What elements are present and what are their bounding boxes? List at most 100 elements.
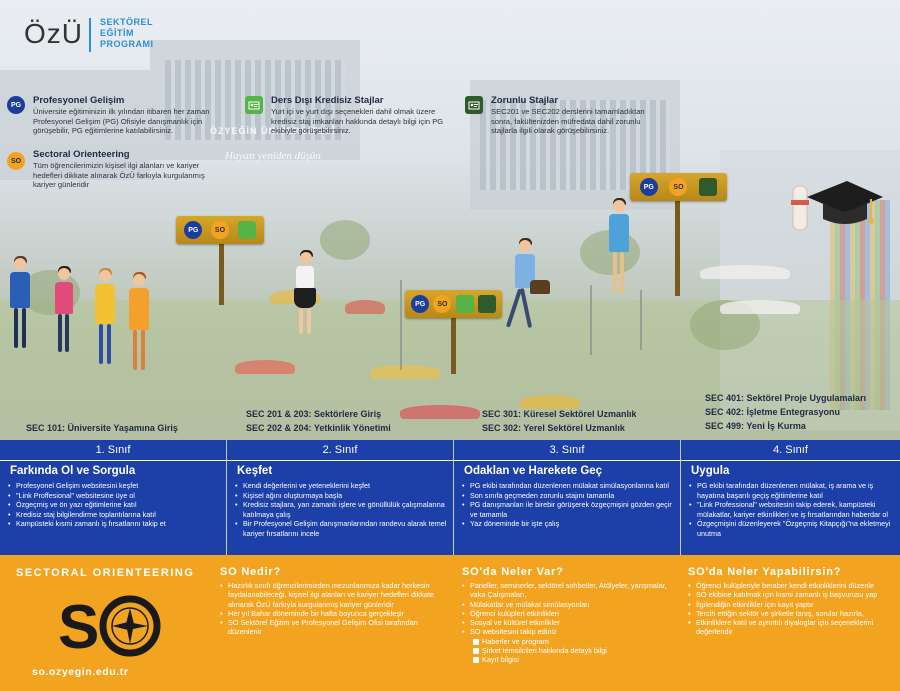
zorunlu-text: SEC201 ve SEC202 derslerini tamamladıkta… bbox=[491, 107, 645, 136]
badge-so-icon: SO bbox=[7, 152, 25, 170]
year-2-title: Keşfet bbox=[237, 465, 273, 477]
lamp-post bbox=[400, 280, 402, 370]
umbrella bbox=[520, 395, 580, 409]
so-neler-var-title: SO'da Neler Var? bbox=[462, 566, 564, 578]
course-y2-0: SEC 201 & 203: Sektörlere Giriş bbox=[246, 409, 382, 419]
so-brand-title: SECTORAL ORIENTEERING bbox=[16, 567, 195, 579]
mandatory-internship-icon bbox=[699, 178, 718, 196]
list-item: PG ekibi tarafından düzenlenen mülakat, … bbox=[689, 481, 894, 500]
course-y4-1: SEC 402: İşletme Entegrasyonu bbox=[705, 407, 841, 417]
svg-text:S: S bbox=[58, 593, 99, 658]
year-1-list: Profesyonel Gelişim websitesini keşfet "… bbox=[8, 481, 220, 529]
course-y3-0: SEC 301: Küresel Sektörel Uzmanlık bbox=[482, 409, 637, 419]
year-2-list: Kendi değerlerini ve yeteneklerini keşfe… bbox=[235, 481, 447, 539]
pg-text: Üniversite eğitiminizin ilk yılından iti… bbox=[33, 107, 210, 136]
list-item: Öğrenci kulüpleriyle beraber kendi etkin… bbox=[688, 581, 890, 591]
course-y4-2: SEC 499: Yeni İş Kurma bbox=[705, 421, 806, 431]
list-item: Tercih ettiğin sektör ve şirketle tanış,… bbox=[688, 609, 890, 619]
badge-so-icon: SO bbox=[669, 178, 688, 196]
internship-badge-icon bbox=[455, 295, 474, 313]
list-item: Hazırlık sınıfı öğrencilerimizden mezunl… bbox=[220, 581, 445, 609]
internship-badge-icon bbox=[237, 221, 256, 239]
pg-title: Profesyonel Gelişim bbox=[33, 95, 125, 106]
badge-so-icon: SO bbox=[210, 221, 229, 239]
year-3-list: PG ekibi tarafından düzenlenen mülakat s… bbox=[462, 481, 674, 529]
umbrella bbox=[370, 365, 440, 379]
course-y1-0: SEC 101: Üniversite Yaşamına Giriş bbox=[26, 423, 178, 433]
list-item: Sosyal ve kültürel etkinlikler bbox=[462, 618, 672, 628]
ozu-logo: ÖzÜ bbox=[24, 18, 83, 49]
badge-pg-icon: PG bbox=[184, 221, 203, 239]
list-item: SO ekibine katılmak için kısmi zamanlı i… bbox=[688, 590, 890, 600]
mandatory-internship-icon bbox=[465, 96, 483, 114]
list-item: Öğrenci kulüpleri etkinlikleri bbox=[462, 609, 672, 619]
year-1-label: 1. Sınıf bbox=[0, 440, 226, 460]
course-y4-0: SEC 401: Sektörel Proje Uygulamaları bbox=[705, 393, 867, 403]
program-line: EĞİTİM bbox=[100, 28, 134, 38]
lamp-post bbox=[590, 285, 592, 355]
list-item: Her yıl Bahar döneminde bir hafta boyunc… bbox=[220, 609, 445, 619]
signpost-pole bbox=[675, 196, 680, 296]
list-item: Kampüsteki kısmi zamanlı iş fırsatlarını… bbox=[8, 519, 220, 529]
list-item: Kredisiz staj bilgilendirme toplantıları… bbox=[8, 510, 220, 520]
badge-pg-icon: PG bbox=[7, 96, 25, 114]
graduation-cap-icon bbox=[805, 175, 885, 235]
umbrella bbox=[700, 265, 790, 279]
so-nedir-column: SO Nedir? Hazırlık sınıfı öğrencilerimiz… bbox=[220, 566, 445, 637]
year-2-panel: Keşfet Kendi değerlerini ve yeteneklerin… bbox=[227, 460, 453, 555]
year-4-label: 4. Sınıf bbox=[681, 440, 900, 460]
mandatory-internship-icon bbox=[477, 295, 496, 313]
list-item: Mülakatlar ve mülakat simülasyonları bbox=[462, 600, 672, 610]
building bbox=[0, 70, 150, 180]
signpost-pole bbox=[451, 314, 456, 374]
course-y3-1: SEC 302: Yerel Sektörel Uzmanlık bbox=[482, 423, 625, 433]
so-title: Sectoral Orienteering bbox=[33, 149, 130, 160]
list-item: PG danışmanları ile birebir görüşerek öz… bbox=[462, 500, 674, 519]
program-line: PROGRAMI bbox=[100, 39, 154, 49]
lamp-post bbox=[640, 290, 642, 350]
badge-pg-icon: PG bbox=[639, 178, 658, 196]
program-title: SEKTÖREL EĞİTİM PROGRAMI bbox=[100, 17, 154, 50]
list-item: Bir Profesyonel Gelişim danışmanlarından… bbox=[235, 519, 447, 538]
tree bbox=[320, 220, 370, 260]
so-yapabilirsin-title: SO'da Neler Yapabilirsin? bbox=[688, 566, 842, 578]
umbrella bbox=[720, 300, 800, 314]
list-item: Profesyonel Gelişim websitesini keşfet bbox=[8, 481, 220, 491]
year-3-label: 3. Sınıf bbox=[454, 440, 680, 460]
signpost-year3: PG SO bbox=[405, 290, 502, 318]
checkbox-item: Haberler ve program bbox=[472, 637, 672, 646]
so-nedir-title: SO Nedir? bbox=[220, 566, 281, 578]
list-item: SO Sektörel Eğitim ve Profesyonel Gelişi… bbox=[220, 618, 445, 637]
badge-pg-icon: PG bbox=[411, 295, 430, 313]
list-item: PG ekibi tarafından düzenlenen mülakat s… bbox=[462, 481, 674, 491]
so-website-link[interactable]: so.ozyegin.edu.tr bbox=[32, 666, 129, 678]
so-yapabilirsin-column: SO'da Neler Yapabilirsin? Öğrenci kulüpl… bbox=[688, 566, 890, 637]
list-item: "Link Proffesional" websitesine üye ol bbox=[8, 491, 220, 501]
building-sign-university: ÖZYEĞİN ÜNİVERSİTESİ bbox=[210, 126, 336, 136]
building-sign-slogan: Hayatı yeniden düşün bbox=[225, 150, 321, 162]
year-4-title: Uygula bbox=[691, 465, 730, 477]
ders-disi-text: Yurt içi ve yurt dışı seçenekleri dahil … bbox=[271, 107, 444, 136]
compass-icon: S bbox=[58, 593, 161, 662]
signpost-year4: PG SO bbox=[630, 173, 727, 201]
year-2-label: 2. Sınıf bbox=[227, 440, 453, 460]
umbrella bbox=[400, 405, 480, 419]
umbrella bbox=[345, 300, 385, 314]
logo-divider bbox=[89, 18, 91, 52]
list-item: Kendi değerlerini ve yeteneklerini keşfe… bbox=[235, 481, 447, 491]
list-item: Son sınıfa geçmeden zorunlu stajını tama… bbox=[462, 491, 674, 501]
list-item: Yaz döneminde bir işte çalış bbox=[462, 519, 674, 529]
list-item: Özgeçmiş ve ön yazı eğitimlerine katıl bbox=[8, 500, 220, 510]
campus-background bbox=[0, 0, 900, 555]
year-1-title: Farkında Ol ve Sorgula bbox=[10, 465, 136, 477]
umbrella bbox=[235, 360, 295, 374]
badge-so-icon: SO bbox=[433, 295, 452, 313]
list-item: Kredisiz stajlara, yarı zamanlı işlere v… bbox=[235, 500, 447, 519]
year-3-title: Odaklan ve Harekete Geç bbox=[464, 465, 603, 477]
signpost-year2: PG SO bbox=[176, 216, 264, 244]
year-3-panel: Odaklan ve Harekete Geç PG ekibi tarafın… bbox=[454, 460, 680, 555]
list-item: Paneller, seminerler, sektörel sohbetler… bbox=[462, 581, 672, 600]
year-4-panel: Uygula PG ekibi tarafından düzenlenen mü… bbox=[681, 460, 900, 555]
so-neler-var-column: SO'da Neler Var? Paneller, seminerler, s… bbox=[462, 566, 672, 665]
list-item: İlgilendiğin etkinlikler için kayıt yapt… bbox=[688, 600, 890, 610]
